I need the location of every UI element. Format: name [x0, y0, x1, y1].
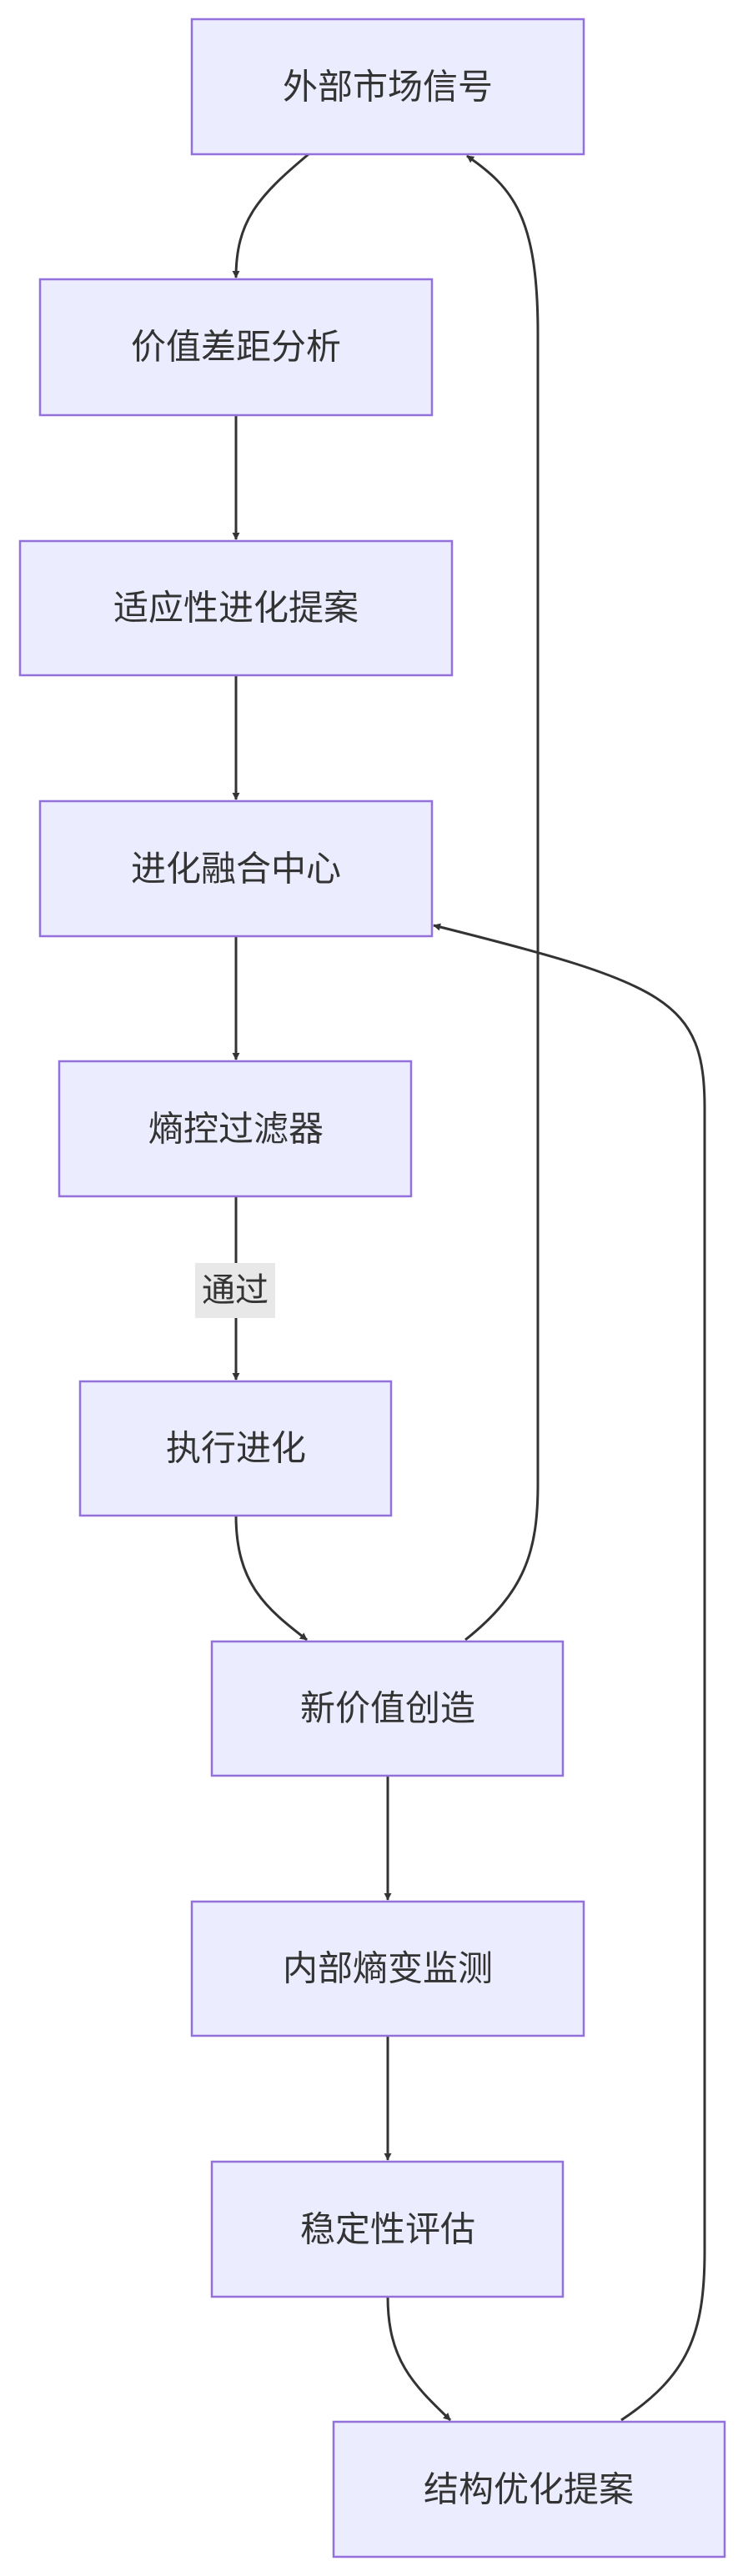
node-label: 价值差距分析: [131, 327, 341, 368]
node-label: 进化融合中心: [131, 849, 341, 890]
node-adaptive-proposal[interactable]: 适应性进化提案: [18, 539, 454, 677]
node-label: 适应性进化提案: [113, 588, 359, 629]
node-label: 熵控过滤器: [148, 1109, 324, 1150]
edge-structure-to-fusion: [433, 923, 706, 2422]
node-entropy-monitor[interactable]: 内部熵变监测: [190, 1900, 585, 2037]
edge-label-pass: 通过: [195, 1263, 275, 1318]
node-label: 稳定性评估: [300, 2209, 475, 2250]
node-stability-eval[interactable]: 稳定性评估: [210, 2160, 565, 2298]
edge-execute-to-newvalue: [234, 1515, 308, 1641]
edges: [232, 153, 706, 2422]
node-label: 执行进化: [166, 1428, 306, 1469]
node-fusion-center[interactable]: 进化融合中心: [38, 799, 434, 938]
edge-stability-to-structure: [386, 2296, 452, 2422]
node-label: 结构优化提案: [424, 2469, 634, 2510]
edge-market-to-gap: [232, 153, 309, 278]
node-label: 外部市场信号: [283, 67, 493, 108]
edge-label-text: 通过: [202, 1271, 269, 1310]
node-new-value[interactable]: 新价值创造: [210, 1640, 565, 1777]
node-value-gap[interactable]: 价值差距分析: [38, 278, 434, 417]
node-execute-evolution[interactable]: 执行进化: [78, 1380, 393, 1517]
node-label: 新价值创造: [300, 1688, 475, 1729]
edge-label-background: [195, 1263, 275, 1318]
node-structure-proposal[interactable]: 结构优化提案: [332, 2420, 726, 2558]
node-market-signal[interactable]: 外部市场信号: [190, 18, 585, 156]
node-entropy-filter[interactable]: 熵控过滤器: [58, 1060, 413, 1198]
edge-newvalue-to-market: [464, 154, 540, 1641]
node-label: 内部熵变监测: [283, 1948, 493, 1989]
